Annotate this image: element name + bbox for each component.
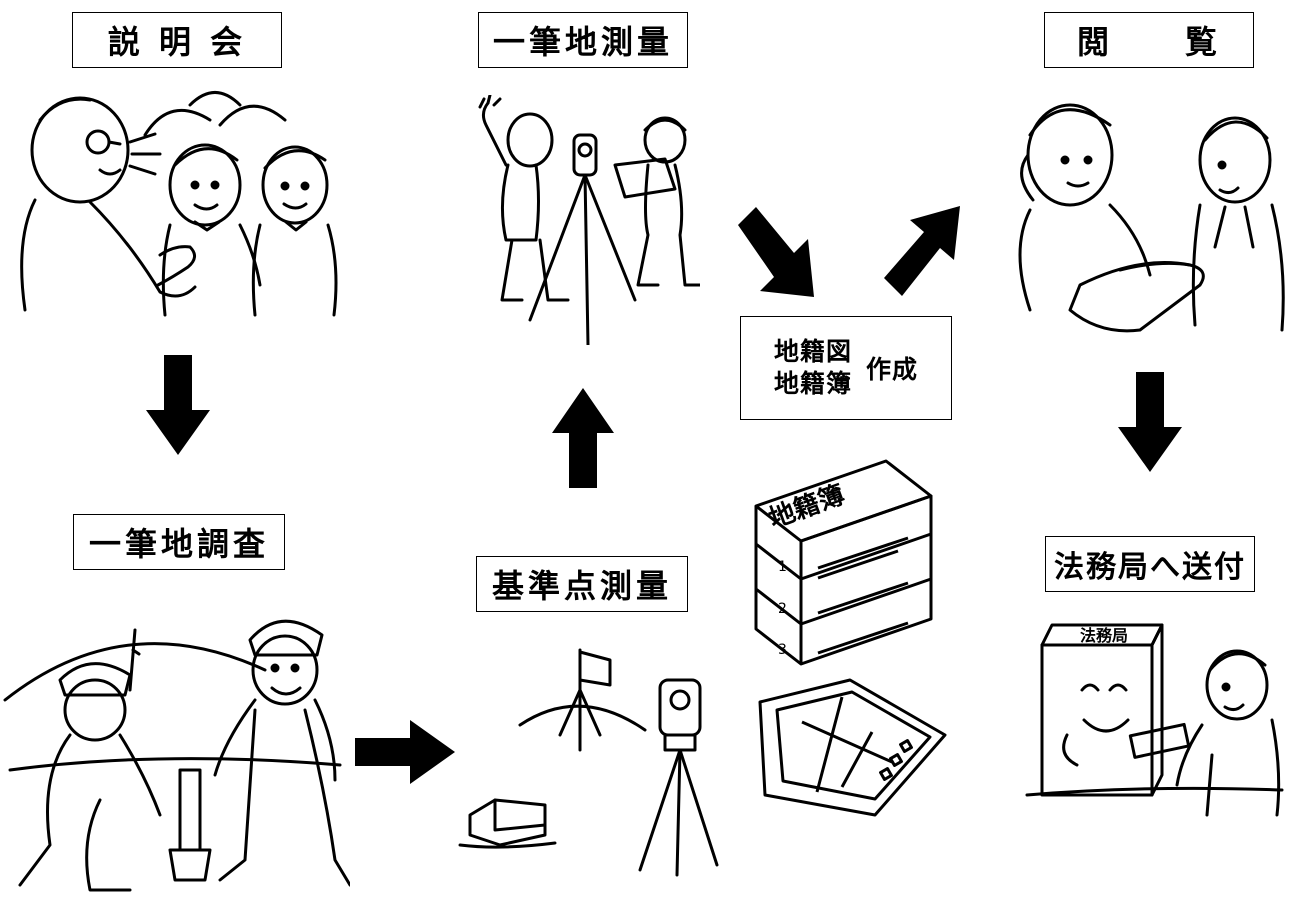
step-label-briefing: 説 明 会 bbox=[72, 12, 282, 68]
cadastral-register-text: 地籍簿 bbox=[773, 369, 852, 398]
legal-bureau-illustration: 法務局 bbox=[1025, 623, 1284, 817]
arrow-up-icon bbox=[552, 388, 614, 488]
cadastral-register-books-illustration: 地籍簿 1 2 3 bbox=[754, 459, 933, 666]
control-point-illustration bbox=[458, 648, 719, 877]
cadastral-map-illustration bbox=[758, 678, 947, 817]
step-label-viewing: 閲 覧 bbox=[1044, 12, 1254, 68]
cadastral-map-text: 地籍図 bbox=[773, 337, 852, 366]
arrow-down-icon bbox=[1118, 372, 1182, 472]
arrow-down-right-icon bbox=[738, 207, 814, 297]
step-label-control-point-survey: 基準点測量 bbox=[476, 556, 688, 612]
creation-label: 地籍図 地籍簿 作成 bbox=[740, 316, 952, 420]
creation-label-items: 地籍図 地籍簿 bbox=[774, 336, 852, 400]
step-label-text: 法務局へ送付 bbox=[1054, 550, 1246, 585]
step-label-text: 説 明 会 bbox=[107, 23, 247, 61]
briefing-illustration bbox=[20, 91, 338, 317]
step-label-text: 一筆地測量 bbox=[492, 23, 673, 61]
book-spine-number: 2 bbox=[778, 601, 787, 617]
step-label-parcel-survey: 一筆地測量 bbox=[478, 12, 688, 68]
creation-action-text: 作成 bbox=[866, 355, 919, 384]
office-sign-text: 法務局 bbox=[1080, 626, 1128, 645]
step-label-parcel-investigation: 一筆地調査 bbox=[73, 514, 285, 570]
arrow-down-icon bbox=[146, 355, 210, 455]
parcel-survey-illustration bbox=[478, 95, 700, 345]
step-label-text: 一筆地調査 bbox=[88, 525, 269, 563]
book-spine-number: 1 bbox=[778, 559, 787, 575]
step-label-text: 閲 覧 bbox=[1076, 23, 1221, 61]
parcel-investigation-illustration bbox=[3, 619, 350, 892]
step-label-send-to-legal-bureau: 法務局へ送付 bbox=[1045, 536, 1255, 592]
book-spine-number: 3 bbox=[778, 642, 787, 658]
viewing-illustration bbox=[1018, 103, 1285, 333]
arrow-right-icon bbox=[355, 720, 455, 784]
step-label-text: 基準点測量 bbox=[491, 567, 672, 605]
arrow-up-right-icon bbox=[884, 206, 960, 296]
